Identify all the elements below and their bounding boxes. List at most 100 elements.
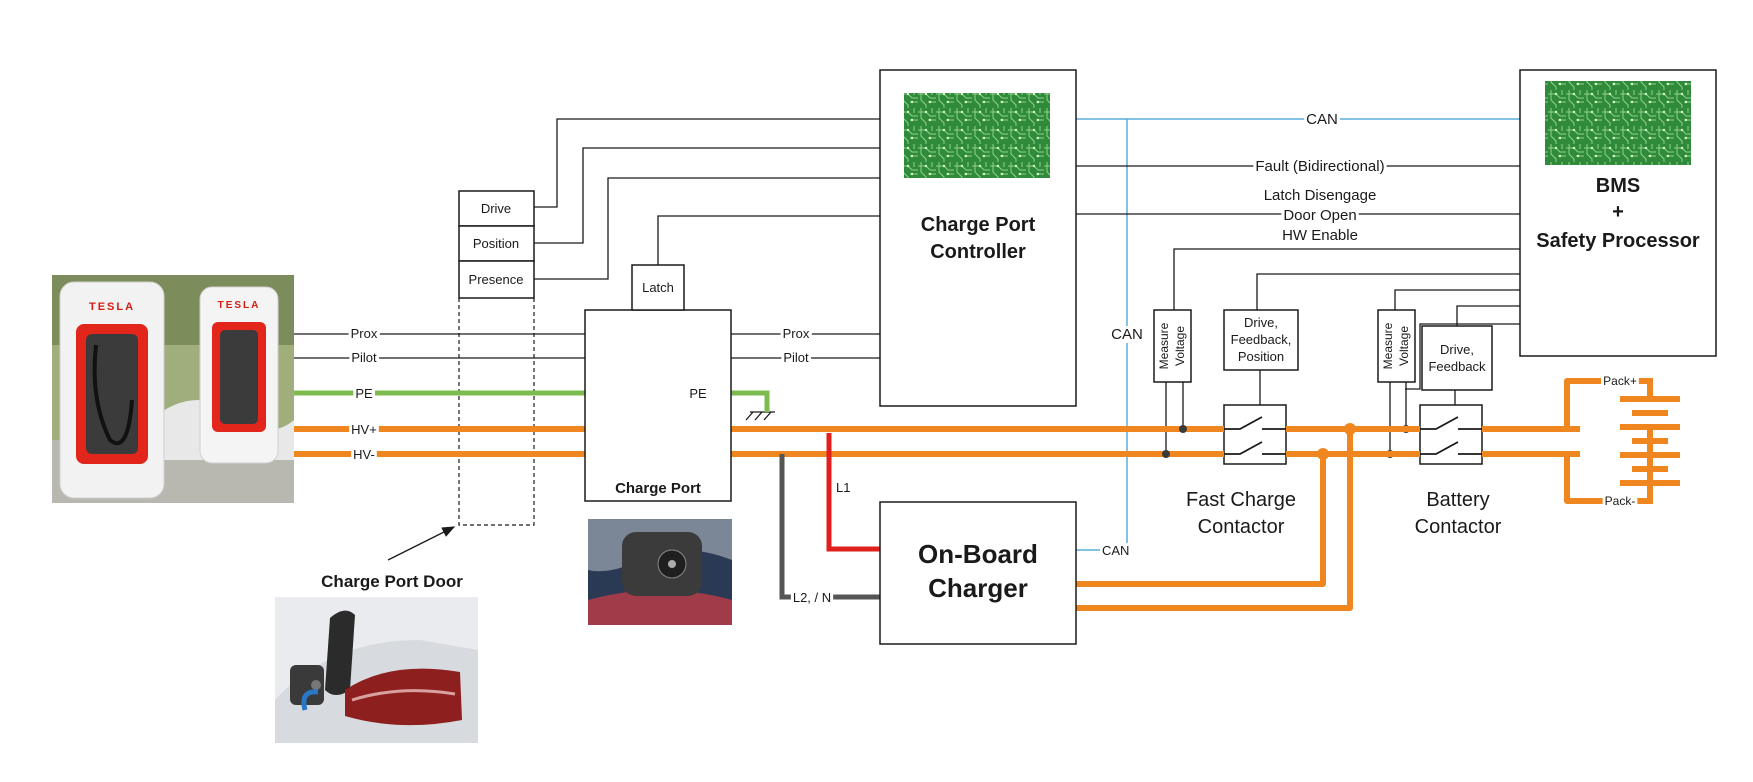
cpc-pcb-icon: [904, 93, 1050, 178]
pilot-right-label: Pilot: [783, 350, 809, 365]
hv-minus-label: HV-: [353, 447, 375, 462]
label-backdrop: [1593, 175, 1643, 197]
fast-charge-contactor: [1223, 404, 1287, 465]
label-backdrop: [1195, 516, 1287, 538]
charge-port-photo: [588, 519, 732, 625]
charge-port-door-label: Charge Port Door: [321, 572, 463, 591]
pe-left-label: PE: [355, 386, 373, 401]
latch-disengage-label: Latch Disengage: [1264, 187, 1377, 204]
obc-label-2: Charger: [928, 573, 1028, 603]
supercharger-photo: TESLA TESLA: [52, 275, 294, 503]
fc-drive-label-3: Position: [1238, 349, 1284, 364]
label-backdrop: [1100, 543, 1132, 558]
label-backdrop: [687, 386, 709, 401]
pe-right-label: PE: [689, 386, 707, 401]
label-backdrop: [478, 201, 514, 216]
door-position-label: Position: [473, 236, 519, 251]
bat-measure-label-1: Measure: [1381, 322, 1395, 369]
bms-pcb-icon: [1545, 81, 1691, 165]
label-backdrop: [349, 350, 380, 365]
prox-left-label: Prox: [351, 326, 378, 341]
fc-measure-label-1: Measure: [1157, 322, 1171, 369]
can-top-label: CAN: [1306, 111, 1338, 128]
label-backdrop: [1281, 207, 1359, 224]
label-backdrop: [1602, 494, 1638, 508]
label-backdrop: [918, 214, 1038, 236]
label-backdrop: [1253, 158, 1387, 175]
label-backdrop: [1280, 227, 1360, 244]
tesla-logo-right: TESLA: [218, 300, 261, 311]
door-open-label: Door Open: [1283, 207, 1356, 224]
l1-label: L1: [836, 480, 850, 495]
charge-port-label: Charge Port: [615, 480, 701, 497]
battery-contactor-label-2: Contactor: [1415, 516, 1502, 538]
hw-enable-label: HW Enable: [1282, 227, 1358, 244]
tesla-logo-left: TESLA: [89, 301, 135, 313]
label-backdrop: [1242, 315, 1280, 330]
label-backdrop: [928, 241, 1028, 263]
label-backdrop: [926, 573, 1030, 603]
l2-line: [779, 454, 880, 600]
label-backdrop: [1235, 349, 1287, 364]
bms-label-1: BMS: [1596, 175, 1640, 197]
bms-label-2: +: [1612, 201, 1624, 223]
label-backdrop: [1261, 187, 1379, 204]
label-backdrop: [780, 326, 812, 341]
label-backdrop: [1438, 342, 1476, 357]
label-backdrop: [834, 480, 853, 495]
label-backdrop: [1228, 332, 1294, 347]
battery-pack-icon: [1600, 378, 1680, 504]
label-backdrop: [1412, 516, 1504, 538]
label-backdrop: [1601, 374, 1639, 388]
fc-drive-label-2: Feedback,: [1231, 332, 1292, 347]
bat-drive-label-2: Feedback: [1428, 359, 1486, 374]
cpc-label-2: Controller: [930, 241, 1026, 263]
label-backdrop: [1426, 359, 1489, 374]
l2-label: L2, / N: [793, 590, 831, 605]
charge-port-box: [584, 309, 732, 502]
fc-measure-voltage-box: [1153, 309, 1192, 383]
fc-measure-label-2: Voltage: [1173, 326, 1187, 366]
latch-label: Latch: [642, 280, 674, 295]
label-backdrop: [916, 539, 1040, 569]
label-backdrop: [1610, 201, 1626, 223]
l1-line: [826, 433, 880, 552]
label-backdrop: [1424, 489, 1492, 511]
door-presence-label: Presence: [469, 272, 524, 287]
can-obc-label: CAN: [1102, 543, 1129, 558]
label-backdrop: [319, 572, 466, 591]
fault-label: Fault (Bidirectional): [1255, 158, 1384, 175]
label-backdrop: [640, 280, 676, 295]
obc-label-1: On-Board: [918, 539, 1038, 569]
bat-measure-voltage-box: [1377, 309, 1416, 383]
bat-drive-label-1: Drive,: [1440, 342, 1474, 357]
label-backdrop: [613, 480, 703, 497]
bat-drive-feedback-box: [1421, 325, 1493, 391]
fast-charge-contactor-label-1: Fast Charge: [1186, 489, 1296, 511]
battery-contactor: [1419, 404, 1483, 465]
fc-drive-label-1: Drive,: [1244, 315, 1278, 330]
pilot-left-label: Pilot: [351, 350, 377, 365]
bat-measure-label-2: Voltage: [1397, 326, 1411, 366]
cpc-label-1: Charge Port: [921, 214, 1036, 236]
battery-contactor-label-1: Battery: [1426, 489, 1489, 511]
label-backdrop: [1304, 111, 1340, 128]
label-backdrop: [1183, 489, 1299, 511]
door-drive-label: Drive: [481, 201, 511, 216]
label-backdrop: [781, 350, 812, 365]
label-backdrop: [348, 326, 380, 341]
label-backdrop: [470, 236, 522, 251]
can-vertical-label: CAN: [1111, 326, 1143, 343]
label-backdrop: [351, 447, 377, 462]
label-backdrop: [790, 590, 834, 605]
pack-plus-label: Pack+: [1603, 374, 1637, 388]
pack-minus-label: Pack-: [1605, 494, 1636, 508]
hv-plus-label: HV+: [351, 422, 377, 437]
label-backdrop: [353, 386, 375, 401]
label-backdrop: [1109, 326, 1145, 343]
prox-right-label: Prox: [783, 326, 810, 341]
charge-port-door-photo: [275, 597, 478, 743]
label-backdrop: [349, 422, 379, 437]
